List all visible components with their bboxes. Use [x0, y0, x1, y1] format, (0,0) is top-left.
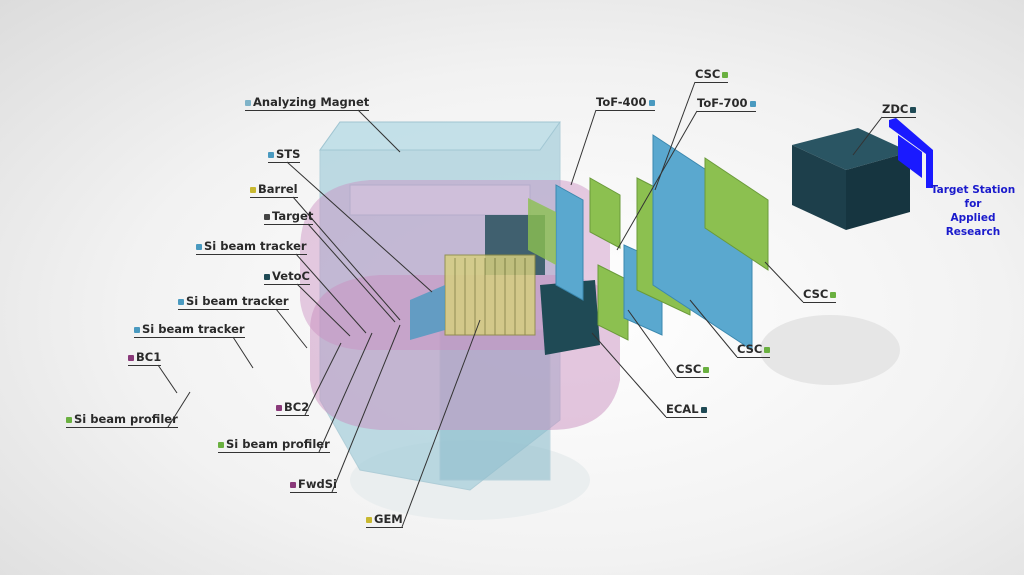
csc-plate-2 — [589, 177, 621, 249]
square-icon — [700, 406, 707, 413]
label-target: Target — [264, 210, 314, 225]
label-zdc: ZDC — [882, 103, 917, 118]
square-icon — [134, 326, 140, 333]
label-fwdsi: FwdSi — [290, 478, 337, 493]
label-tof700: ToF-700 — [697, 97, 756, 112]
label-sts: STS — [268, 148, 301, 163]
label-tof400: ToF-400 — [596, 96, 655, 111]
label-csc-top: CSC — [695, 68, 729, 83]
square-icon — [178, 298, 184, 305]
square-icon — [910, 106, 917, 113]
zdc-block — [792, 128, 910, 230]
square-icon — [764, 346, 771, 353]
label-csc-mid: CSC — [737, 343, 771, 358]
label-bc1: BC1 — [128, 351, 162, 366]
label-si-beam-tracker-3: Si beam tracker — [134, 323, 245, 338]
label-si-beam-profiler-1: Si beam profiler — [66, 413, 178, 428]
leader-lines — [157, 81, 883, 528]
tsar-station-icon — [889, 118, 933, 188]
square-icon — [703, 366, 710, 373]
square-icon — [648, 99, 655, 106]
label-si-beam-tracker-2: Si beam tracker — [178, 295, 289, 310]
square-icon — [245, 99, 251, 106]
square-icon — [66, 416, 72, 423]
square-icon — [128, 354, 134, 361]
square-icon — [830, 291, 837, 298]
ecal-block — [540, 280, 600, 355]
square-icon — [276, 404, 282, 411]
csc-plate-3 — [597, 264, 629, 341]
barrel-sts-stations — [410, 285, 445, 340]
tsar-caption: Target Station for Applied Research — [922, 183, 1024, 239]
label-bc2: BC2 — [276, 401, 310, 416]
square-icon — [268, 151, 274, 158]
square-icon — [366, 516, 372, 523]
csc-plate-right — [704, 157, 769, 271]
gem-stack — [444, 254, 536, 336]
square-icon — [290, 481, 296, 488]
square-icon — [264, 273, 270, 280]
label-gem: GEM — [366, 513, 403, 528]
square-icon — [749, 100, 756, 107]
label-csc-low: CSC — [676, 363, 710, 378]
csc-plate-1 — [528, 198, 556, 265]
zdc-shadow — [760, 315, 900, 385]
square-icon — [722, 71, 729, 78]
tof400-plate — [555, 184, 584, 301]
square-icon — [264, 213, 270, 220]
label-csc-right: CSC — [803, 288, 837, 303]
tsar-caption-line1: Target Station for — [930, 184, 1016, 210]
square-icon — [218, 441, 224, 448]
label-ecal: ECAL — [666, 403, 707, 418]
label-analyzing-magnet: Analyzing Magnet — [245, 96, 370, 111]
label-si-beam-tracker-1: Si beam tracker — [196, 240, 307, 255]
label-si-beam-profiler-2: Si beam profiler — [218, 438, 330, 453]
label-vetoc: VetoC — [264, 270, 310, 285]
square-icon — [250, 186, 256, 193]
tsar-caption-line2: Applied Research — [945, 212, 1001, 238]
label-barrel: Barrel — [250, 183, 298, 198]
square-icon — [196, 243, 202, 250]
